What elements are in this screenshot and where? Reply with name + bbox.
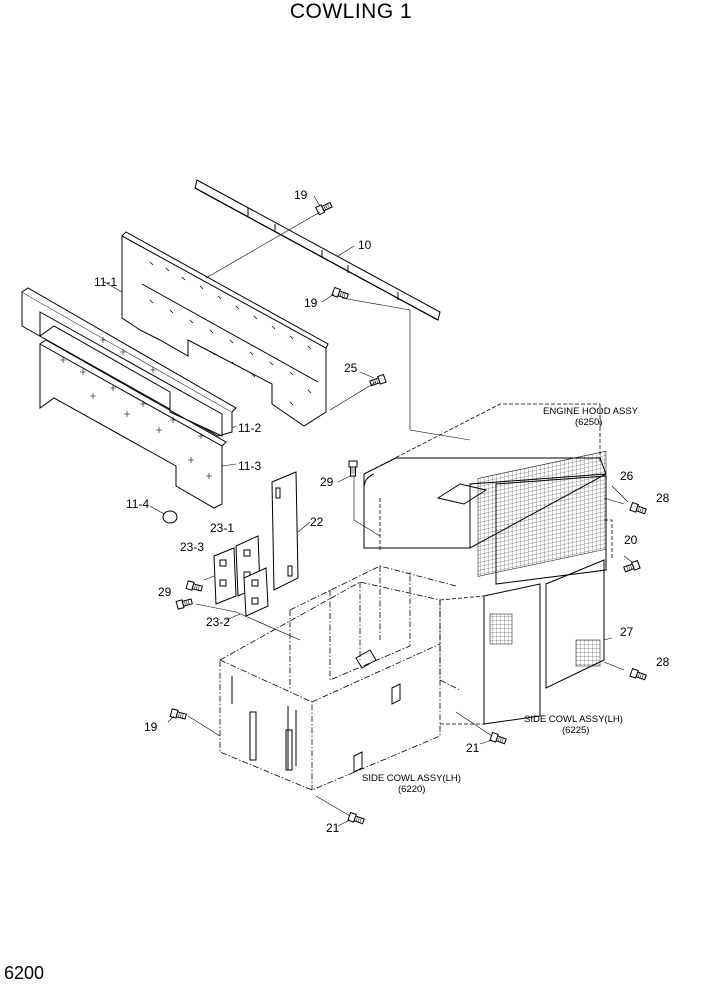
bolt-28-top [629,502,648,516]
bolt-28-bottom [629,668,648,682]
part-11-2-panel [21,287,237,437]
part-11-1-panel [121,231,329,427]
part-23-3-bracket [213,547,237,605]
engine-hood-assembly [363,403,607,585]
label-19-bottom: 19 [144,720,158,734]
label-11-2: 11-2 [238,421,261,435]
side-cowl-6225-code: (6225) [562,725,589,736]
page-number: 6200 [4,963,45,983]
part-22-plate [271,471,311,591]
label-29-left: 29 [158,585,172,599]
engine-hood-assy-label: ENGINE HOOD ASSY [543,406,639,417]
bolt-21-bottom [347,812,366,826]
label-19-top: 19 [294,188,308,202]
bolt-29-top [348,460,358,477]
label-28-bottom: 28 [656,655,670,669]
label-27: 27 [620,625,634,639]
label-21-bottom: 21 [326,821,340,835]
label-23-2: 23-2 [206,615,230,629]
label-22: 22 [310,515,324,529]
label-20: 20 [624,533,638,547]
bolt-25 [368,374,387,388]
label-29-top: 29 [320,475,334,489]
engine-hood-assy-code: (6250) [575,417,602,428]
side-cowl-assembly-6225 [439,519,613,725]
bolt-20 [622,560,641,574]
label-21-mid: 21 [466,741,480,755]
side-cowl-6225-label: SIDE COWL ASSY(LH) [524,714,623,725]
part-23-2-bracket [243,567,269,617]
bolt-29-left-2 [175,597,194,610]
bolt-19-mid [331,287,350,301]
label-23-3: 23-3 [180,540,204,554]
label-10: 10 [358,238,372,252]
part-10-top-rail [194,179,441,321]
side-cowl-6220-label: SIDE COWL ASSY(LH) [362,773,461,784]
part-11-3-panel [39,337,227,509]
bolt-29-left [185,580,204,593]
side-cowl-frame-6220 [219,565,461,791]
bolt-21-mid [489,732,508,746]
label-23-1: 23-1 [210,521,234,535]
label-11-1: 11-1 [94,275,117,289]
label-11-4: 11-4 [126,497,149,511]
bolt-19-bottom [169,708,188,721]
side-cowl-6220-code: (6220) [398,784,425,795]
label-11-3: 11-3 [238,459,261,473]
label-28-top: 28 [656,491,670,505]
label-26: 26 [620,469,634,483]
page-title: COWLING 1 [289,0,413,23]
label-19-mid: 19 [304,296,318,310]
leader-lines [103,195,633,827]
label-25: 25 [344,361,358,375]
part-11-4-knob [149,505,178,524]
